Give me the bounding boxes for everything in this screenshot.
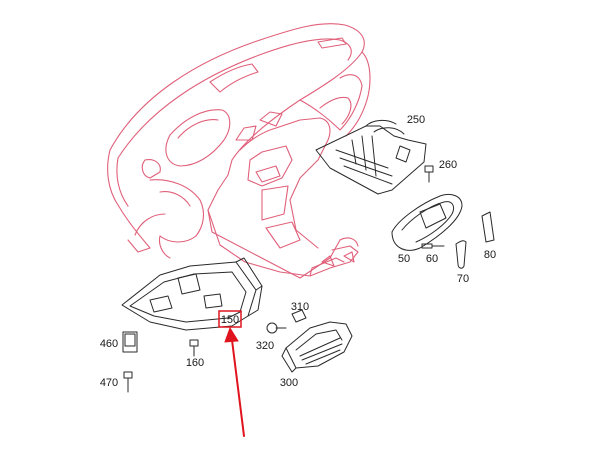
callout-70: 70 xyxy=(457,273,469,285)
callout-150: 150 xyxy=(221,314,239,326)
callout-460: 460 xyxy=(100,338,118,350)
callout-60: 60 xyxy=(426,253,438,265)
callout-470: 470 xyxy=(100,377,118,389)
arrow-head-icon xyxy=(224,326,239,343)
trim-part-70 xyxy=(455,240,467,269)
callout-160: 160 xyxy=(186,357,204,369)
callout-260: 260 xyxy=(439,159,457,171)
callout-80: 80 xyxy=(484,249,496,261)
screw-260 xyxy=(424,165,434,183)
dashboard-assembly xyxy=(107,23,371,279)
callout-320: 320 xyxy=(256,340,274,352)
callout-300: 300 xyxy=(280,377,298,389)
callout-50: 50 xyxy=(398,253,410,265)
instrument-cluster-part-50 xyxy=(391,193,463,251)
trim-part-80 xyxy=(481,211,495,243)
screw-320 xyxy=(266,322,287,334)
switch-part-460 xyxy=(122,331,138,353)
vent-part-300 xyxy=(281,321,353,373)
highlight-arrow xyxy=(224,326,245,437)
screw-470 xyxy=(123,371,133,393)
cover-part-250 xyxy=(315,119,427,195)
callout-310: 310 xyxy=(291,301,309,313)
clip-310 xyxy=(291,309,307,323)
callout-150-highlight-box xyxy=(218,310,242,328)
screw-60 xyxy=(421,243,445,249)
screw-160 xyxy=(189,339,199,357)
lower-cover-part-150 xyxy=(121,257,263,331)
callout-250: 250 xyxy=(407,114,425,126)
